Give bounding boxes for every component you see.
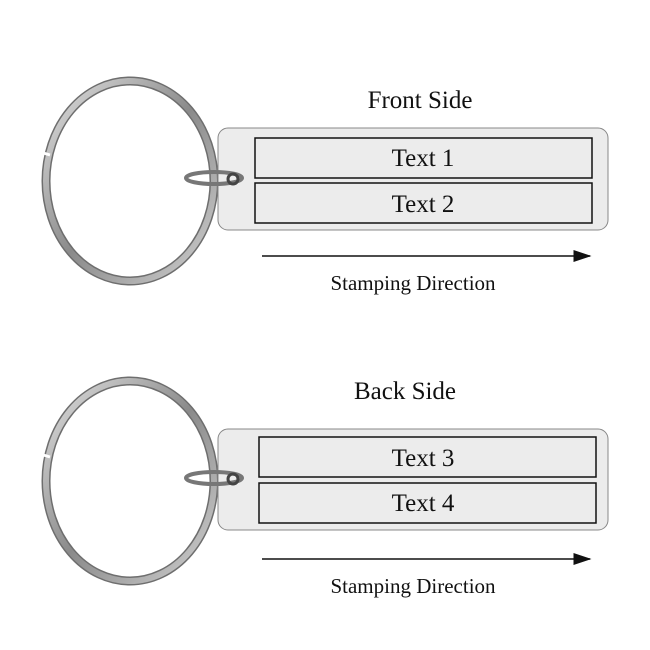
text-line-1: Text 1	[392, 145, 455, 172]
text-line-2: Text 2	[392, 191, 455, 218]
tag-plate	[217, 127, 609, 231]
key-ring-icon	[39, 376, 219, 586]
text-field-2	[254, 182, 593, 224]
panel-title: Back Side	[354, 378, 456, 405]
key-ring-icon	[39, 76, 219, 286]
text-line-4: Text 4	[392, 490, 455, 517]
jump-ring-icon	[184, 170, 244, 186]
tag-plate	[217, 428, 609, 531]
text-field-1	[254, 137, 593, 179]
text-field-3	[258, 436, 597, 478]
panel-title: Front Side	[368, 87, 473, 114]
text-field-4	[258, 482, 597, 524]
front-side-panel: Front Side Text 1 Text 2 Stamping Direct…	[39, 76, 609, 295]
back-side-panel: Back Side Text 3 Text 4 Stamping Directi…	[39, 376, 609, 598]
jump-ring-icon	[184, 470, 244, 486]
text-line-3: Text 3	[392, 445, 455, 472]
direction-label: Stamping Direction	[330, 574, 496, 598]
direction-label: Stamping Direction	[330, 271, 496, 295]
